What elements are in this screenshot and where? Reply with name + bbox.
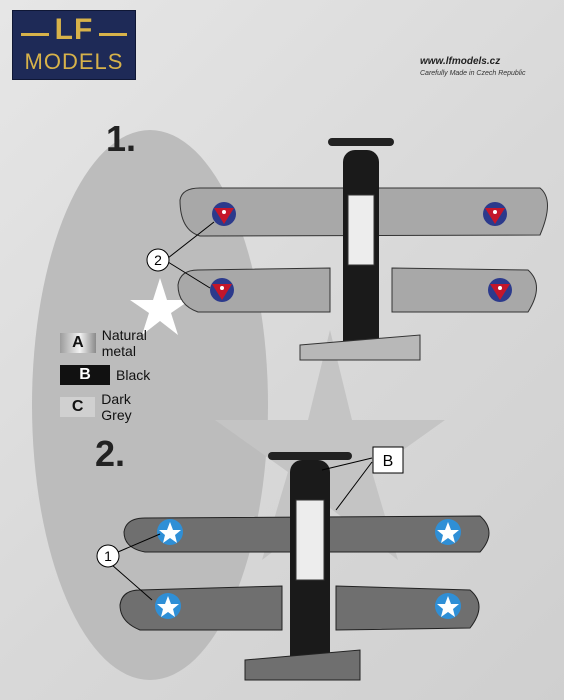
- aircraft-2: [96, 446, 490, 681]
- callout-label-1: 2: [154, 252, 162, 268]
- propeller-1: [328, 138, 394, 146]
- callout-label-b: B: [383, 453, 394, 470]
- wing-lower-1: [177, 267, 331, 313]
- usn-star-2b: [435, 519, 461, 545]
- propeller-2: [268, 452, 352, 460]
- profile-number-1: 1.: [106, 118, 137, 159]
- callout-circle-1: [146, 248, 170, 272]
- legend-swatch-b: B: [60, 365, 110, 385]
- callout-circle-2: [96, 544, 120, 568]
- canopy-1: [347, 194, 375, 266]
- canopy-2: [295, 499, 325, 581]
- usn-star-2d: [435, 593, 461, 619]
- small-star-icon: [130, 278, 190, 335]
- logo-name: MODELS: [24, 49, 124, 74]
- legend-label-a: Natural metal: [101, 327, 147, 359]
- roundel-1d: [488, 278, 512, 302]
- website-text: www.lfmodels.cz: [420, 56, 501, 67]
- tail-2: [244, 649, 361, 681]
- tail-1: [299, 334, 421, 361]
- usn-star-2a: [157, 519, 183, 545]
- tagline-text: Carefully Made in Czech Republic: [420, 70, 526, 77]
- legend-label-c: Dark Grey: [101, 391, 132, 423]
- callout-label-2: 1: [104, 548, 112, 564]
- wing-lower-1b: [391, 267, 537, 313]
- legend-swatch-c: C: [60, 397, 96, 417]
- legend-row-black: B Black: [60, 364, 150, 386]
- roundel-1a: [212, 202, 236, 226]
- brand-logo: LF MODELS: [12, 10, 136, 80]
- aircraft-1: [146, 138, 548, 361]
- legend-row-natural-metal: A Natural metal: [60, 327, 161, 359]
- callout-box-b: [372, 446, 404, 474]
- logo-initials: LF: [54, 13, 94, 46]
- legend-row-dark-grey: C Dark Grey: [60, 391, 146, 423]
- profile-number-2: 2.: [95, 433, 126, 474]
- usn-star-2c: [155, 593, 181, 619]
- roundel-1c: [210, 278, 234, 302]
- roundel-1b: [483, 202, 507, 226]
- legend-label-b: Black: [116, 367, 151, 383]
- background-star-icon: [215, 330, 445, 560]
- legend-swatch-a: A: [60, 333, 96, 353]
